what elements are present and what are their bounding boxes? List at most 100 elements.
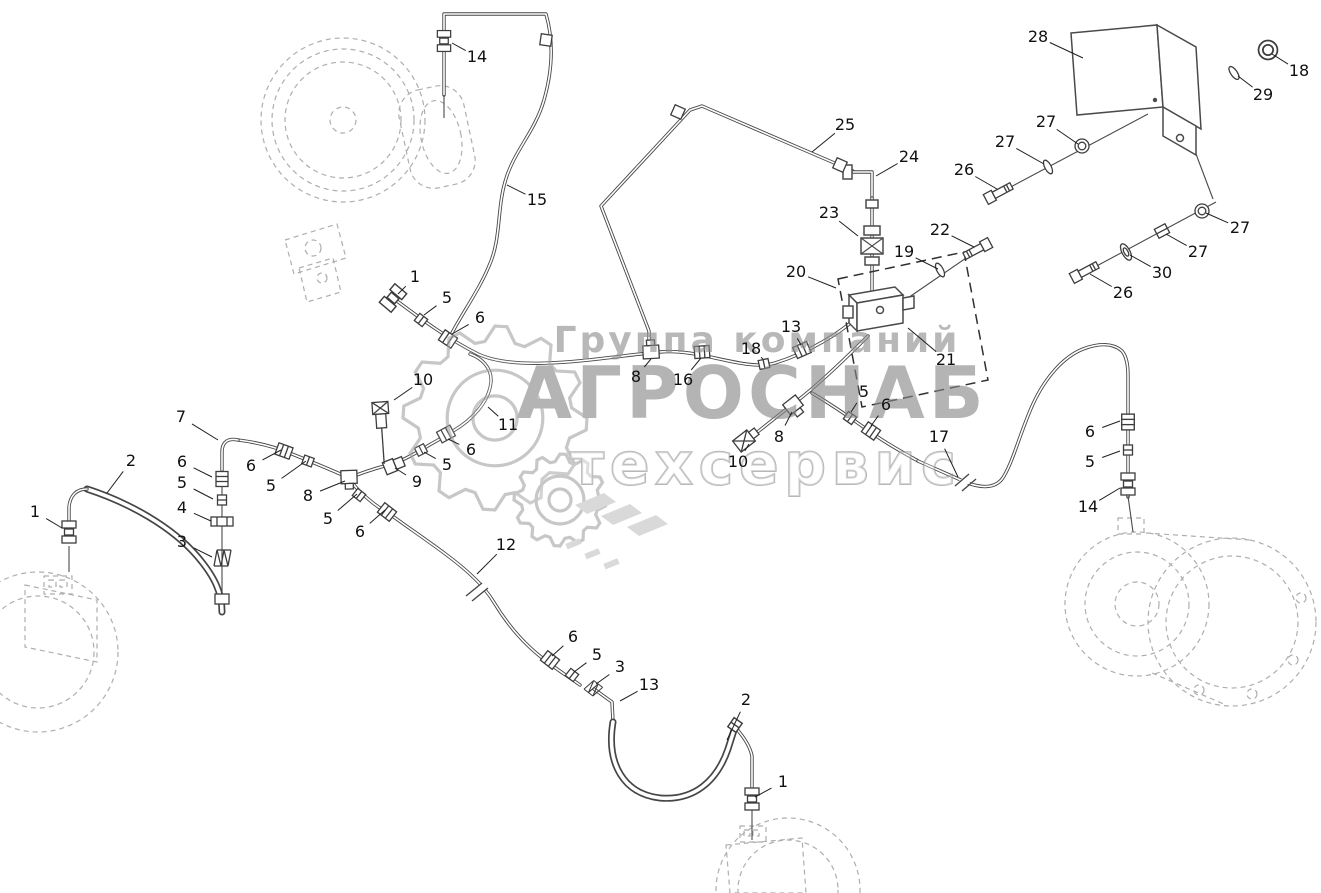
wheel-motor-top-left <box>260 37 476 203</box>
callout-leader-17 <box>944 448 959 478</box>
washer-19 <box>933 261 947 279</box>
callout-8: 8 <box>631 367 641 386</box>
fitting-14 <box>436 29 452 53</box>
callout-leader-27 <box>1165 233 1187 247</box>
callout-leader-9 <box>394 467 407 476</box>
callout-leader-29 <box>1237 75 1253 88</box>
spacer-27 <box>1153 223 1171 239</box>
washer-30 <box>1117 241 1135 263</box>
callout-leader-13 <box>796 338 802 346</box>
watermark-line-2: АГРОСНАБ <box>516 351 987 435</box>
callout-26: 26 <box>1113 283 1133 302</box>
watermark: Группа компаний АГРОСНАБ техсервис <box>401 320 987 570</box>
bolt-26 <box>982 180 1015 206</box>
callout-19: 19 <box>894 242 914 261</box>
callout-3: 3 <box>177 532 187 551</box>
hose-fitting <box>727 716 743 734</box>
washer-4 <box>210 516 234 527</box>
callout-18: 18 <box>1289 61 1309 80</box>
washer-27 <box>1041 158 1055 176</box>
watermark-gears <box>401 324 608 548</box>
callout-24: 24 <box>899 147 919 166</box>
fitting-1 <box>378 283 408 313</box>
callout-leader-22 <box>951 235 975 248</box>
callout-leader-10 <box>744 443 750 452</box>
callout-leader-6 <box>262 449 282 461</box>
fitting-6 <box>215 470 229 488</box>
callout-leader-5 <box>423 451 436 460</box>
fastener-axis <box>989 113 1149 199</box>
callout-1: 1 <box>778 772 788 791</box>
callout-leader-5 <box>1102 450 1121 458</box>
fitting-6 <box>1121 413 1135 431</box>
pipe-union <box>539 33 553 47</box>
callout-6: 6 <box>475 308 485 327</box>
wheel-motor-bottom-left <box>0 571 119 733</box>
callout-leader-6 <box>369 509 386 524</box>
callout-leader-28 <box>1049 42 1084 59</box>
callout-leader-1 <box>45 518 63 529</box>
fitting-1 <box>61 520 77 544</box>
pipe-break <box>954 469 978 492</box>
hose-2-left <box>67 485 226 616</box>
callout-8: 8 <box>774 427 784 446</box>
callout-30: 30 <box>1152 263 1172 282</box>
callout-leader-2 <box>106 471 124 494</box>
callout-leader-19 <box>915 257 939 270</box>
callout-leader-6 <box>1102 420 1121 428</box>
pipe-15 <box>442 12 553 335</box>
control-unit-28 <box>1070 23 1202 157</box>
callout-leader-5 <box>850 402 858 413</box>
callout-leader-23 <box>838 220 859 237</box>
wheel-motor-right <box>1064 517 1317 707</box>
fitting-23 <box>860 225 884 266</box>
callout-leader-18 <box>1271 53 1289 65</box>
callout-leader-1 <box>397 285 407 295</box>
callout-leader-8 <box>784 411 793 426</box>
callout-leader-20 <box>807 276 837 289</box>
callout-leader-3 <box>193 547 213 558</box>
callout-25: 25 <box>835 115 855 134</box>
callout-6: 6 <box>177 452 187 471</box>
nut-27 <box>1194 203 1210 219</box>
callout-6: 6 <box>1085 422 1095 441</box>
callout-leader-5 <box>573 662 587 673</box>
callout-leader-14 <box>1098 487 1121 501</box>
bracket-guide <box>1195 153 1214 200</box>
fitting-5 <box>1122 444 1134 456</box>
callout-2: 2 <box>741 690 751 709</box>
callout-6: 6 <box>881 395 891 414</box>
gear-icon <box>471 394 519 442</box>
callout-leader-13 <box>619 690 638 702</box>
callout-22: 22 <box>930 220 950 239</box>
callout-5: 5 <box>442 288 452 307</box>
watermark-arrows <box>565 493 668 570</box>
callout-leader-6 <box>447 438 460 445</box>
callout-leader-25 <box>811 132 836 153</box>
callout-leader-6 <box>451 323 469 335</box>
callout-leader-1 <box>754 787 772 798</box>
callout-1: 1 <box>30 502 40 521</box>
callout-leader-10 <box>393 386 413 401</box>
bolt-22 <box>961 236 994 262</box>
fitting-1 <box>744 787 760 811</box>
callout-27: 27 <box>1036 112 1056 131</box>
callout-16: 16 <box>673 370 693 389</box>
callout-6: 6 <box>466 440 476 459</box>
callout-leader-7 <box>191 423 219 441</box>
gear-icon <box>401 324 589 512</box>
fitting-5 <box>351 487 367 503</box>
pipe-25 <box>599 104 855 348</box>
callout-5: 5 <box>592 645 602 664</box>
pipe-break <box>465 581 489 602</box>
callout-10: 10 <box>728 452 748 471</box>
callout-leader-6 <box>870 415 879 427</box>
callout-leader-24 <box>875 163 898 177</box>
callout-leader-14 <box>451 42 466 52</box>
callout-leader-5 <box>423 305 437 316</box>
callout-5: 5 <box>177 473 187 492</box>
elbow-13 <box>592 687 615 724</box>
callout-leader-2 <box>726 711 741 741</box>
callout-leader-6 <box>551 645 564 657</box>
